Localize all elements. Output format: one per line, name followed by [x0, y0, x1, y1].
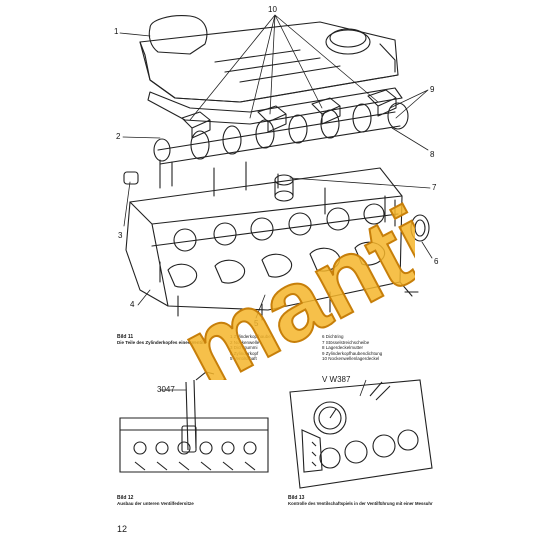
oil-seal-drawing: [410, 214, 430, 242]
callout-1: 1: [114, 27, 119, 36]
callout-10: 10: [268, 5, 277, 14]
figure13-number: Bild 13: [288, 495, 305, 501]
figure12-drawing: [119, 371, 269, 473]
valve-cover-drawing: [139, 15, 399, 103]
figure12-title: Ausbau der unteren Ventilfedersitze: [117, 501, 194, 506]
callout-8: 8: [430, 150, 435, 159]
tool-label-vw387: V W387: [322, 375, 351, 384]
parts-list-left: 1 Zylinderkopfhaube 2 Nockenwelle 3 Dich…: [230, 334, 271, 362]
callout-9: 9: [430, 85, 435, 94]
callout-6: 6: [434, 257, 439, 266]
figure13-title: Kontrolle des Ventilschaftspiels in der …: [288, 501, 433, 506]
gasket-drawing: [147, 87, 403, 125]
callout-leaders: [119, 14, 433, 319]
figure11-number: Bild 11: [117, 334, 134, 340]
stem-seal-drawing: [123, 171, 139, 185]
list-item: 10 Nockenwellenlagerdeckel: [322, 356, 380, 362]
figure13-drawing: [289, 379, 433, 489]
figure12-number: Bild 12: [117, 495, 134, 501]
list-item: 9 Zylinderkopfhaubendichtung: [322, 350, 383, 356]
list-item: 4 Zylinderkopf: [230, 350, 259, 356]
page-number: 12: [117, 524, 128, 534]
parts-list-right: 6 Dichtring 7 Stösselstreichscheibe 8 La…: [322, 334, 382, 362]
list-item: 5 Ventilschaft: [230, 356, 257, 362]
studs-drawing: [159, 159, 396, 321]
callout-7: 7: [432, 183, 437, 192]
list-item: 6 Dichtring: [322, 334, 344, 339]
list-item: 3 Dichtgummi: [230, 345, 258, 351]
list-item: 1 Zylinderkopfhaube: [230, 334, 271, 339]
camshaft-drawing: [153, 102, 409, 165]
list-item: 8 Lagerdeckelmutter: [322, 345, 364, 351]
callout-3: 3: [118, 231, 123, 240]
callout-2: 2: [116, 132, 121, 141]
figure11-title: Die Teile des Zylinderkopfes eines Venti…: [117, 340, 206, 345]
list-item: 2 Nockenwelle: [230, 339, 260, 345]
callout-5: 5: [254, 319, 259, 328]
list-item: 7 Stösselstreichscheibe: [322, 339, 370, 345]
cylinder-head-drawing: [125, 167, 419, 311]
callout-4: 4: [130, 300, 135, 309]
tool-label-3047: 3047: [157, 385, 175, 394]
